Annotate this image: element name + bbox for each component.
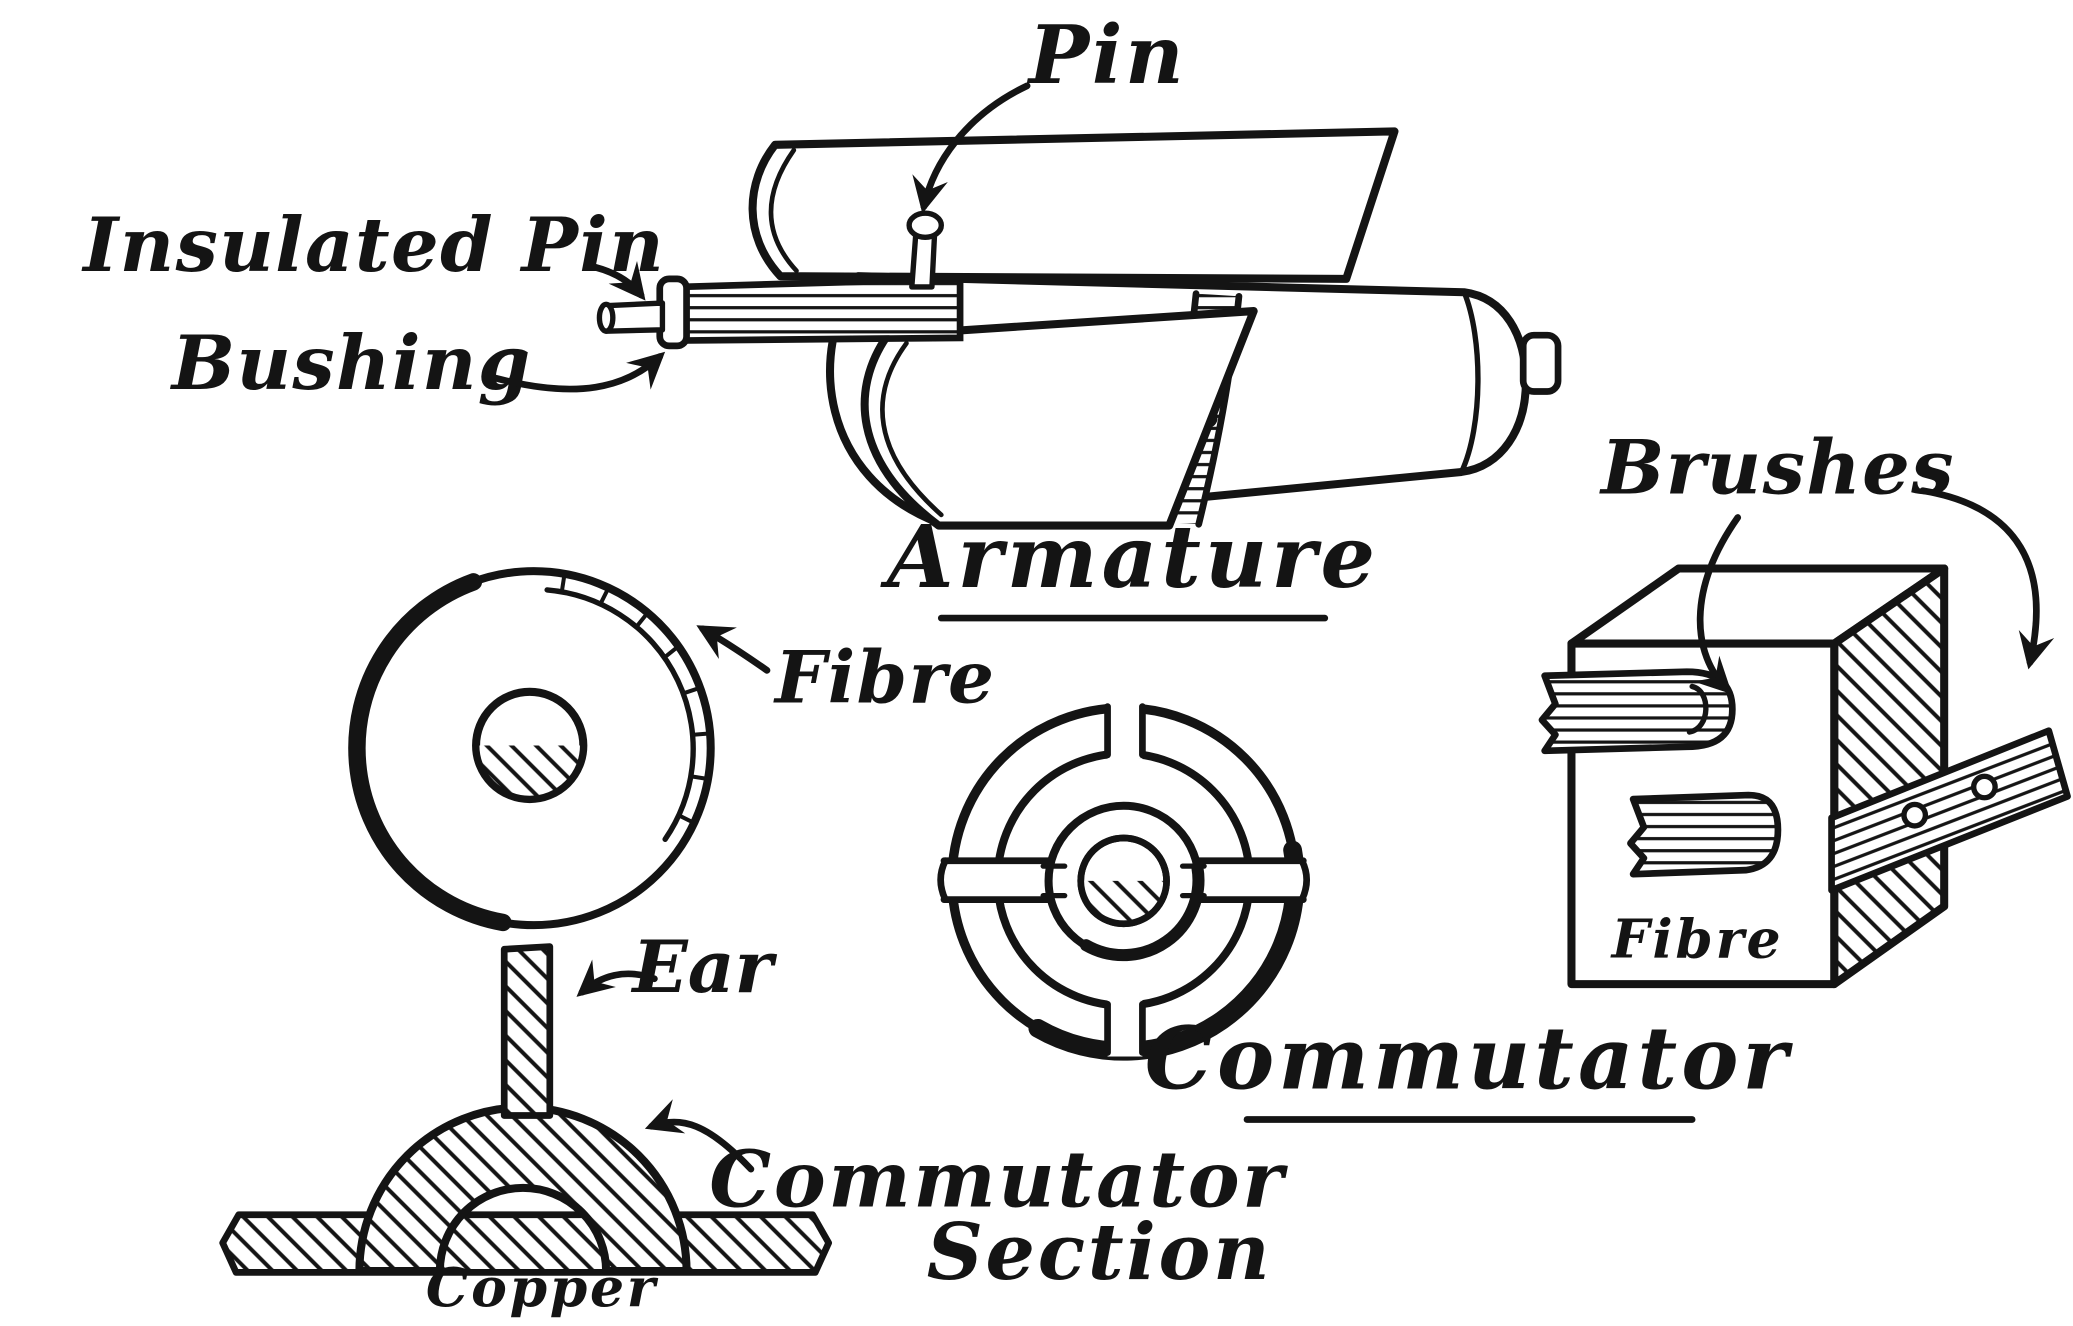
pin-leader-arrow [912,82,1031,214]
commutator-section-drawing: Ear Commutator Section Copper [219,925,1288,1319]
washer-hole-outline [472,688,587,803]
washer-hole-shading [476,745,584,800]
armature-shaft-nub [1519,331,1562,395]
commutator-title: Commutator [1145,1009,1794,1110]
section-leader-arrow [644,1099,755,1173]
washer-rim-tick [681,685,702,696]
section-ear-tab [500,943,554,1119]
side-brush-rivet [1901,801,1929,829]
washer-shadow-arc [348,573,512,932]
lower-brush-strap-front [1627,791,1782,878]
label-fibre-washer: Fibre [773,636,995,721]
fibre-leader-arrow [696,625,771,674]
armature-title: Armature [880,507,1379,608]
armature-pin-head [906,210,944,240]
brushes-leader-arrow-right [1919,487,2055,670]
armature-drum-endcap [1458,289,1481,475]
armature-lower-coil [860,307,1258,530]
washer-rim-tick [598,585,611,606]
side-brush-rivet [1971,773,1998,801]
side-brush-strap [1828,727,2071,894]
armature-pin-shank [909,230,938,290]
armature-upper-coil [748,127,1399,283]
commutator-slot-endcap [1298,857,1311,903]
washer-rim-tick [559,571,567,594]
commutator-top-notch-gap [1107,702,1143,759]
section-arch [355,1103,691,1276]
bushing-leader-arrow [482,351,666,393]
bore-outline [1077,834,1170,928]
label-ear: Ear [631,925,778,1010]
commutator-shadow-arc [1028,840,1305,1061]
washer-rim-tick [663,644,681,659]
washer-rim-tick [634,610,650,629]
ear-leader-arrow [576,959,658,997]
hub-shadow-arc [1080,861,1205,962]
brush-block-drawing: Fibre Brushes [1538,423,2071,989]
label-commutator-section-line2: Section [927,1207,1273,1298]
bore-shading [1080,880,1167,924]
commutator-bottom-notch-gap [1107,1000,1143,1057]
washer-rim-tick [676,813,697,826]
label-bushing: Bushing [170,319,532,407]
commutator-slot-endcap [937,857,949,903]
brushes-leader-arrow-left [1693,514,1742,695]
armature-drawing [596,127,1562,530]
washer-rim-tick [691,731,713,737]
label-fibre-block: Fibre [1610,907,1784,970]
armature-upper-coil-contour [768,147,799,274]
label-insulated-pin: Insulated Pin [81,201,665,289]
armature-lower-coil-contour [880,340,944,518]
armature-labels: Pin Insulated Pin Bushing Armature [81,7,1379,622]
fibre-washer-drawing: Fibre [348,567,995,932]
washer-rim-arc [544,587,696,842]
label-copper: Copper [426,1256,659,1319]
insulated-pin-leader-arrow [583,260,646,301]
label-brushes: Brushes [1599,423,1955,511]
armature-shaft-tip-end [596,301,616,334]
label-pin: Pin [1027,7,1187,102]
label-commutator-section-line1: Commutator [709,1135,1288,1226]
commutator-drawing: Commutator [937,702,1794,1123]
washer-rim-tick [688,774,711,781]
